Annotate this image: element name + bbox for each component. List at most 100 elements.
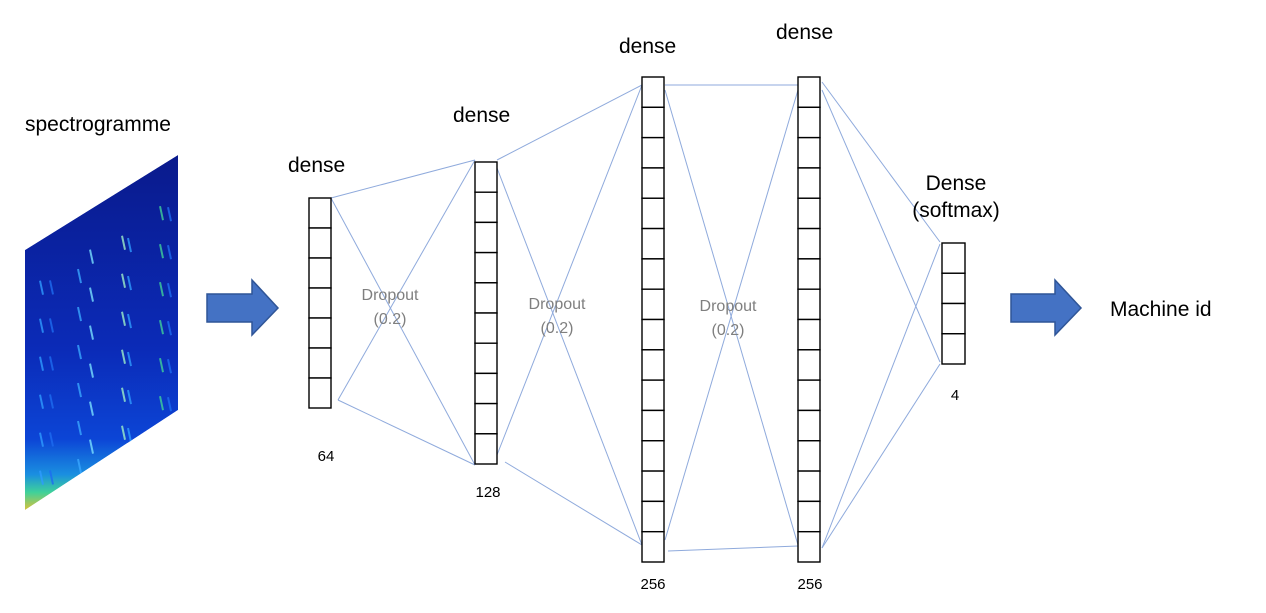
neuron-cell bbox=[308, 377, 332, 409]
neuron-cell bbox=[308, 317, 332, 349]
dropout-rate: (0.2) bbox=[541, 320, 574, 337]
neuron-cell bbox=[474, 161, 498, 193]
neuron-cell bbox=[797, 227, 821, 260]
neuron-cell bbox=[474, 312, 498, 344]
connection-line bbox=[337, 159, 476, 401]
neuron-cell bbox=[474, 282, 498, 314]
spectrogram-streak bbox=[49, 394, 54, 409]
layer-title: Dense bbox=[926, 172, 987, 195]
dropout-label: Dropout bbox=[529, 296, 586, 313]
spectrogram-streak bbox=[167, 358, 172, 374]
layer-title: dense bbox=[619, 35, 676, 58]
neuron-cell bbox=[797, 136, 821, 169]
neuron-cell bbox=[797, 409, 821, 442]
neuron-cell bbox=[641, 530, 665, 563]
neuron-cell bbox=[474, 221, 498, 254]
arrow-right-icon bbox=[206, 278, 280, 337]
neuron-cell bbox=[641, 288, 665, 321]
spectrogram-streak bbox=[77, 268, 82, 284]
neuron-cell bbox=[641, 500, 665, 533]
neuron-cell bbox=[797, 258, 821, 290]
neuron-cell bbox=[641, 167, 665, 199]
neuron-cell bbox=[641, 379, 665, 412]
spectrogram-streak bbox=[39, 280, 44, 295]
neuron-cell bbox=[797, 500, 821, 533]
spectrogram-streak bbox=[127, 427, 132, 443]
connection-line bbox=[330, 159, 476, 199]
spectrogram-streaks bbox=[39, 205, 172, 485]
neuron-cell bbox=[641, 318, 665, 351]
neuron-cell bbox=[941, 272, 966, 305]
neuron-cell bbox=[641, 136, 665, 169]
spectrogram-streak bbox=[121, 235, 126, 250]
spectrogram-streak bbox=[89, 325, 94, 340]
neuron-cell bbox=[641, 197, 665, 230]
spectrogram-streak bbox=[127, 237, 132, 253]
connection-line bbox=[496, 84, 643, 456]
layer-units: 4 bbox=[951, 387, 959, 404]
connection-line bbox=[821, 243, 941, 549]
neuron-cell bbox=[797, 440, 821, 472]
neuron-cell bbox=[641, 409, 665, 442]
neuron-cell bbox=[797, 379, 821, 412]
spectrogram-streak bbox=[77, 306, 82, 322]
neuron-cell bbox=[641, 258, 665, 290]
spectrogram-streak bbox=[121, 273, 126, 288]
spectrogram-streak bbox=[89, 439, 94, 454]
spectrogram-streak bbox=[39, 394, 44, 409]
spectrogram-streak bbox=[159, 243, 164, 259]
spectrogram-streak bbox=[159, 319, 164, 335]
spectrogram-streak bbox=[167, 244, 172, 260]
neuron-cell bbox=[641, 227, 665, 260]
neuron-cell bbox=[797, 530, 821, 563]
neuron-cell bbox=[797, 106, 821, 139]
neuron-cell bbox=[797, 470, 821, 503]
dropout-rate: (0.2) bbox=[712, 322, 745, 339]
spectrogram-streak bbox=[167, 206, 172, 222]
spectrogram-streak bbox=[167, 282, 172, 298]
neuron-cell bbox=[797, 288, 821, 321]
spectrogram-streak bbox=[89, 287, 94, 302]
neuron-cell bbox=[797, 318, 821, 351]
neuron-cell bbox=[308, 347, 332, 379]
neuron-cell bbox=[941, 302, 966, 335]
spectrogram-streak bbox=[49, 318, 54, 333]
arrow-right-icon bbox=[1010, 278, 1083, 337]
layer-units: 256 bbox=[640, 576, 665, 593]
layer-dense-64 bbox=[308, 197, 332, 409]
neuron-cell bbox=[308, 227, 332, 259]
neuron-cell bbox=[641, 440, 665, 472]
spectrogram-streak bbox=[159, 205, 164, 221]
spectrogram-streak bbox=[49, 470, 54, 485]
spectrogram-streak bbox=[127, 389, 132, 405]
neuron-cell bbox=[797, 76, 821, 109]
spectrogram-streak bbox=[39, 318, 44, 333]
layer-dense-256-b bbox=[797, 76, 821, 563]
spectrogram-streak bbox=[127, 313, 132, 329]
connection-line bbox=[821, 81, 941, 243]
connection-line bbox=[337, 399, 476, 466]
neuron-cell bbox=[474, 342, 498, 375]
layer-title: dense bbox=[776, 21, 833, 44]
spectrogram-streak bbox=[121, 425, 126, 440]
connection-line bbox=[667, 545, 799, 552]
layer-units: 256 bbox=[797, 576, 822, 593]
spectrogram-streak bbox=[77, 420, 82, 436]
neuron-cell bbox=[641, 349, 665, 381]
neuron-cell bbox=[941, 242, 966, 274]
spectrogram-streak bbox=[121, 349, 126, 364]
connection-line bbox=[504, 461, 643, 546]
connection-line bbox=[330, 197, 476, 466]
neuron-cell bbox=[797, 167, 821, 199]
neuron-cell bbox=[474, 372, 498, 405]
neuron-cell bbox=[474, 191, 498, 224]
layer-title: dense bbox=[288, 154, 345, 177]
dropout-rate: (0.2) bbox=[374, 311, 407, 328]
spectrogram-streak bbox=[167, 396, 172, 412]
neuron-cell bbox=[797, 197, 821, 230]
layer-dense-256-a bbox=[641, 76, 665, 563]
spectrogram-streak bbox=[39, 432, 44, 447]
spectrogram-streak bbox=[159, 395, 164, 411]
spectrogram-streak bbox=[39, 470, 44, 485]
